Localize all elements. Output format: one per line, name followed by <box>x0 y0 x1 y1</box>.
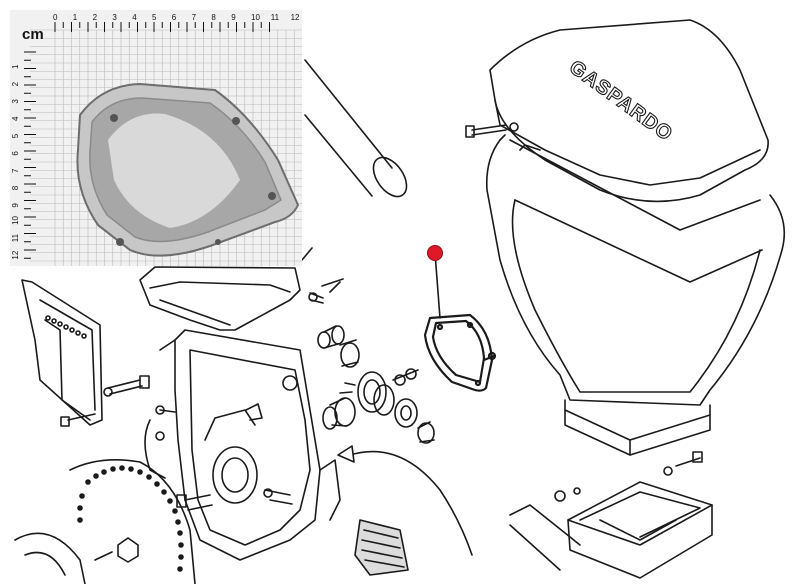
top-ruler-number: 2 <box>93 13 98 22</box>
side-ruler-number: 2 <box>11 81 20 86</box>
housing-top-bolt <box>301 247 341 293</box>
side-ruler-number: 11 <box>11 233 20 242</box>
top-ruler-number: 0 <box>53 13 58 22</box>
callout-leader-line <box>434 252 441 319</box>
side-ruler-number: 1 <box>11 64 20 69</box>
rotation-arrow <box>337 445 473 556</box>
top-ruler-number: 3 <box>112 13 117 22</box>
gasket-cover-part <box>423 313 497 392</box>
top-ruler-numbers: 012345678910111213 <box>53 13 300 22</box>
hopper-brand-text: GASPARDO <box>565 56 677 146</box>
central-housing-part <box>139 266 341 561</box>
unit-label: cm <box>22 26 44 43</box>
side-ruler-number: 12 <box>11 250 20 259</box>
pipe-part <box>304 59 408 198</box>
lower-bolts <box>554 451 703 502</box>
side-ruler-number: 6 <box>11 151 20 156</box>
side-ruler-number: 10 <box>11 215 20 224</box>
left-bracket-part <box>21 279 150 427</box>
top-ruler-number: 11 <box>271 13 280 22</box>
side-ruler-number: 7 <box>11 168 20 173</box>
side-ruler-number: 3 <box>11 99 20 104</box>
gear-shaft-assembly <box>308 278 435 444</box>
top-ruler-number: 6 <box>172 13 177 22</box>
top-ruler-number: 10 <box>251 13 260 22</box>
vent-grille-part <box>354 519 409 576</box>
hopper-bolt <box>465 122 519 138</box>
hopper-part <box>485 19 786 456</box>
top-ruler-number: 4 <box>132 13 137 22</box>
top-ruler-number: 5 <box>152 13 157 22</box>
top-ruler-number: 1 <box>73 13 78 22</box>
top-ruler-number: 12 <box>291 13 300 22</box>
top-ruler-number: 7 <box>192 13 197 22</box>
side-ruler-number: 4 <box>11 116 20 121</box>
side-ruler-number: 9 <box>11 203 20 208</box>
top-ruler-number: 8 <box>211 13 216 22</box>
metal-cover-photo <box>76 82 300 257</box>
bottom-wheel-part <box>14 532 86 584</box>
seed-disc-part <box>69 458 196 584</box>
lower-funnel-part <box>509 481 713 579</box>
red-dot-icon <box>427 245 443 261</box>
side-ruler-number: 5 <box>11 133 20 138</box>
side-ruler-number: 8 <box>11 185 20 190</box>
top-ruler-number: 9 <box>231 13 236 22</box>
